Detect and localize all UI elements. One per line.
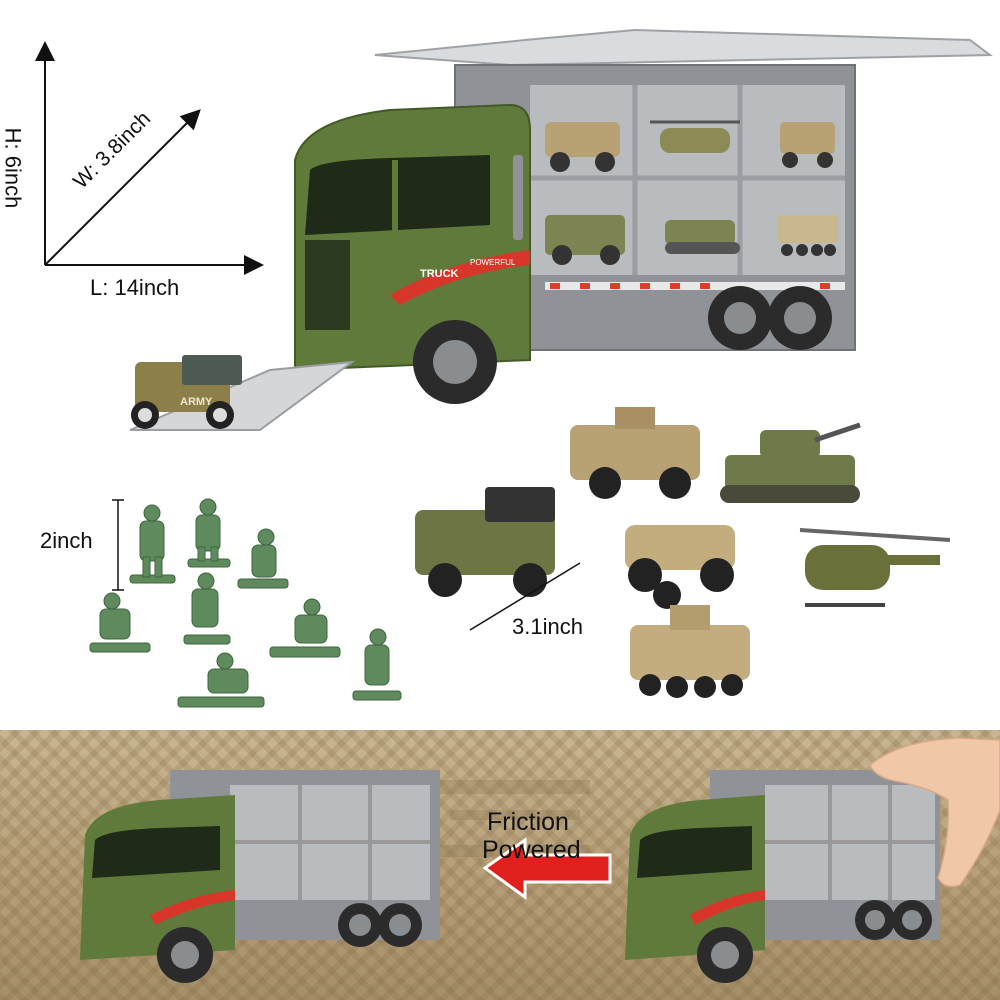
carrier-truck-image: TRUCK POWERFUL ARMY — [129, 28, 993, 431]
truck-right — [625, 770, 940, 983]
desert-humvee — [570, 407, 700, 499]
friction-label-line2: Powered — [482, 836, 581, 864]
military-vehicles-image — [415, 407, 951, 698]
army-jeep — [415, 487, 555, 597]
soldier-figure — [187, 498, 231, 568]
soldier-figures-image — [89, 498, 402, 708]
friction-trucks-image — [80, 737, 1000, 983]
helicopter — [799, 528, 951, 607]
compartment-vehicles — [545, 120, 838, 265]
army-jeep-on-ramp: ARMY — [131, 355, 242, 429]
friction-label-line1: Friction — [487, 808, 569, 836]
soldier-size-label: 2inch — [40, 528, 93, 553]
green-tank — [720, 422, 861, 503]
cab-text: TRUCK — [420, 268, 459, 280]
soldier-figure — [237, 528, 289, 589]
armored-carrier — [630, 605, 750, 698]
arrow-left-icon — [482, 837, 612, 900]
truck-cab — [294, 103, 531, 372]
stripe-text: POWERFUL — [470, 258, 516, 267]
truck-left — [80, 770, 440, 983]
height-label: H: 6inch — [0, 127, 26, 209]
length-label: L: 14inch — [90, 275, 180, 300]
trailer-lid — [374, 28, 993, 67]
hand-image — [869, 737, 1000, 888]
soldier-figure — [89, 592, 151, 653]
vehicle-size-label: 3.1inch — [512, 614, 583, 639]
soldier-figure — [269, 598, 341, 658]
desert-buggy — [625, 525, 735, 609]
soldier-figure — [352, 628, 402, 701]
jeep-text: ARMY — [180, 396, 213, 408]
soldier-figure — [129, 504, 176, 584]
soldier-figure — [183, 572, 231, 645]
dimension-axes — [35, 41, 264, 275]
soldier-figure — [177, 652, 265, 708]
